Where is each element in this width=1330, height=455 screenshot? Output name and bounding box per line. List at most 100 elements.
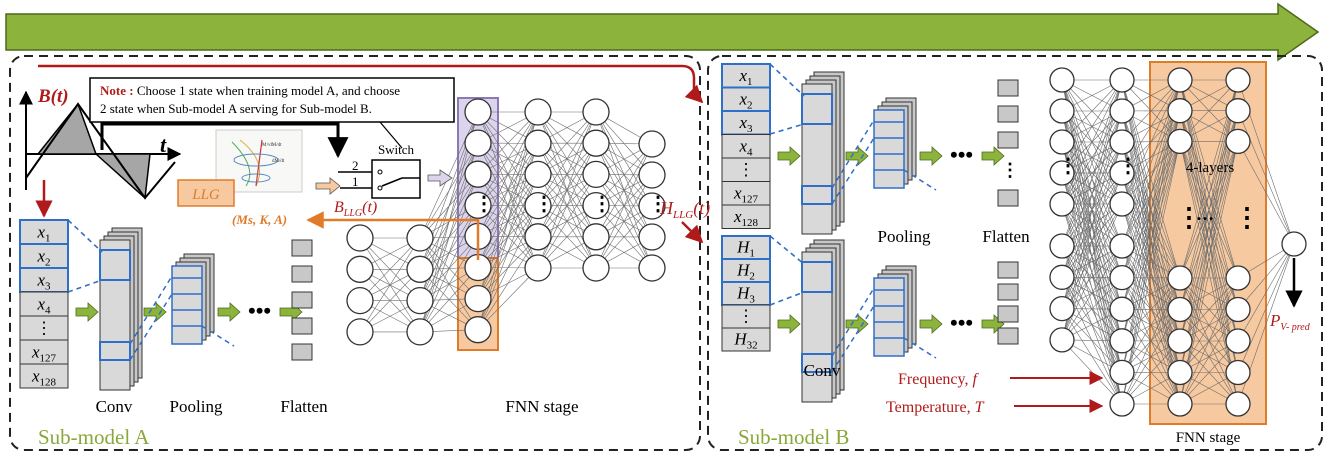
neuron: [1049, 327, 1075, 353]
neuron: [1167, 359, 1193, 386]
input-a-cell: [19, 267, 69, 293]
neuron: [1109, 296, 1135, 322]
signal-to-switch-path: [100, 122, 349, 159]
llg-label: LLG: [191, 187, 220, 203]
vertical-ellipsis: ⋮: [1118, 155, 1138, 177]
label-conv-a: Conv: [96, 397, 133, 416]
neuron: [1049, 264, 1075, 290]
neuron: [1109, 129, 1135, 155]
input-a-cell-label: x3: [36, 270, 51, 292]
input-bx-cell: [721, 204, 771, 229]
svg-text:•••: •••: [248, 298, 271, 323]
svg-text:M×dM/dt: M×dM/dt: [262, 143, 282, 148]
note-pointer: [379, 121, 403, 149]
b-llg-label: BLLG(t): [334, 199, 377, 219]
neuron: [1109, 264, 1135, 291]
flow-arrow: [75, 302, 99, 322]
label-flatten-a: Flatten: [280, 397, 328, 416]
neuron: [406, 318, 434, 346]
neuron: [524, 191, 552, 220]
input-bx-cell-label: ⋮: [738, 160, 755, 179]
svg-text:•••: •••: [950, 310, 973, 335]
label-fnn-a: FNN stage: [505, 397, 578, 416]
output-label: PV- pred: [1269, 311, 1311, 333]
flatten-unit: [997, 305, 1019, 323]
input-bh-cell-label: ⋮: [738, 307, 755, 326]
neuron: [1225, 391, 1251, 417]
input-bh-cell-label: H3: [736, 284, 755, 306]
input-bh-cell-label: H2: [736, 261, 755, 283]
input-bx-cell-label: x127: [733, 183, 759, 205]
neuron: [1167, 265, 1193, 291]
input-a-cell: [19, 363, 69, 389]
cnn-blocks-b: ••••••⋮: [769, 63, 1019, 403]
fnn-neurons: [346, 67, 1307, 417]
neuron: [1225, 98, 1251, 124]
flow-arrow: [845, 146, 869, 166]
neuron: [464, 160, 492, 188]
input-bx-cell-label: x128: [733, 207, 759, 229]
four-layers-label: 4-layers: [1186, 160, 1234, 176]
neuron: [1109, 233, 1135, 259]
neuron: [406, 286, 434, 315]
neuron: [1167, 67, 1193, 93]
flatten-unit: [291, 343, 313, 361]
vertical-ellipsis: ⋮: [592, 193, 612, 215]
flow-arrow: [919, 314, 943, 334]
neuron: [638, 130, 666, 158]
flatten-unit: [291, 239, 313, 257]
neuron: [1167, 328, 1193, 354]
neuron: [582, 98, 610, 126]
signal-label: B(t): [37, 86, 69, 107]
neuron: [582, 160, 610, 189]
switch-state-2: 2: [352, 158, 359, 173]
flow-arrow: [777, 146, 801, 166]
flatten-unit: [997, 283, 1019, 301]
note-line1: Note : Choose 1 state when training mode…: [100, 83, 400, 98]
input-a-cell: [19, 219, 69, 245]
neuron: [524, 254, 552, 282]
note-box: [89, 77, 455, 123]
neuron: [1109, 328, 1135, 354]
neuron: [638, 223, 666, 251]
label-fnn-b: FNN stage: [1176, 430, 1241, 446]
label-flatten-b: Flatten: [982, 227, 1030, 246]
note-line2: 2 state when Sub-model A serving for Sub…: [100, 101, 372, 116]
neuron: [1109, 98, 1135, 124]
vertical-ellipsis: ⋮: [474, 193, 494, 215]
flow-arrow: [217, 302, 241, 322]
neuron: [1167, 296, 1193, 323]
flatten-unit: [997, 79, 1019, 97]
signal-negative-lobe: [94, 153, 151, 200]
temperature-label: Temperature, T: [886, 399, 985, 416]
flatten-unit: [291, 317, 313, 335]
flatten-unit: [291, 291, 313, 309]
input-a-cell-label: ⋮: [36, 318, 53, 337]
neuron: [582, 129, 610, 157]
switch-box: [371, 159, 421, 199]
neuron: [1049, 233, 1075, 259]
neuron: [582, 191, 610, 220]
vertical-ellipsis: ⋮: [534, 193, 554, 215]
input-bh-cell-label: H32: [733, 330, 757, 352]
neuron: [464, 284, 492, 313]
time-label: t: [160, 132, 167, 157]
neuron: [582, 223, 610, 251]
input-a-cell: [19, 339, 69, 365]
neuron: [464, 316, 492, 344]
input-bx-cell-label: x4: [738, 136, 753, 158]
sub-model-a-frame: [9, 55, 701, 451]
neuron: [1109, 160, 1135, 186]
input-bx-cell-label: x2: [738, 89, 752, 111]
label-pooling-a: Pooling: [170, 397, 223, 416]
vertical-ellipsis: ⋮: [1234, 203, 1260, 232]
neuron: [524, 160, 552, 189]
sub-model-b-frame: [707, 55, 1323, 451]
signal-wave: [25, 102, 176, 200]
label-conv-b: Conv: [804, 361, 841, 380]
neuron: [346, 318, 374, 346]
input-a-cell-label: x128: [31, 366, 57, 388]
